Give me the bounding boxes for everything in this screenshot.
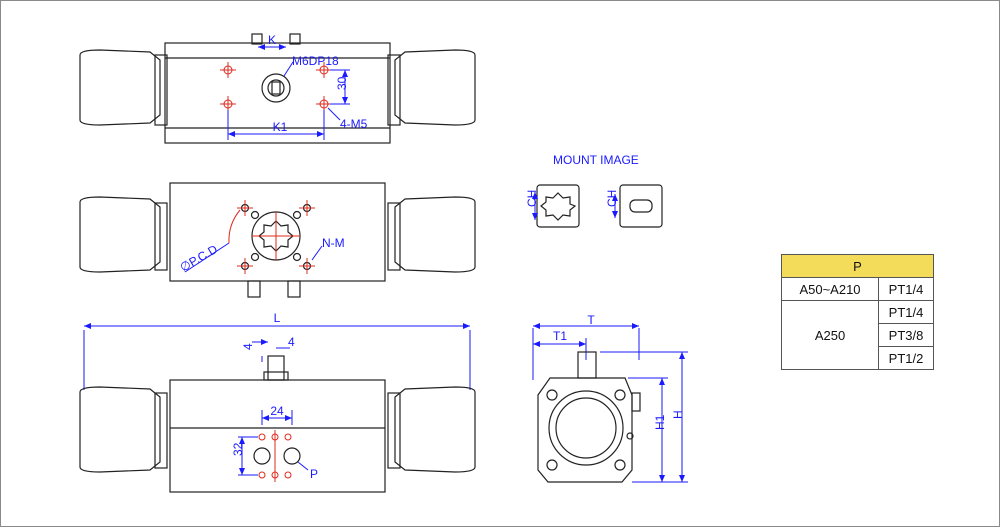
table-port: PT1/2 bbox=[878, 346, 934, 370]
dim-p: P bbox=[310, 467, 318, 481]
bottom-view: ∅P.C.D N-M bbox=[79, 182, 476, 298]
top-mount-holes bbox=[220, 62, 332, 112]
dim-k: K bbox=[268, 33, 276, 47]
dim-l: L bbox=[274, 311, 281, 325]
dim-h1: H1 bbox=[653, 414, 667, 430]
end-view: T T1 H1 H bbox=[532, 313, 688, 483]
dim-t1: T1 bbox=[553, 329, 567, 343]
dim-4-vertical: 4 bbox=[241, 343, 255, 350]
dim-32: 32 bbox=[231, 442, 245, 456]
dim-k1: K1 bbox=[273, 120, 288, 134]
top-view: K M6DP18 30 4-M5 K1 bbox=[79, 33, 476, 144]
dim-4-horizontal: 4 bbox=[288, 335, 295, 349]
dim-t: T bbox=[587, 313, 595, 327]
dim-ch-right: CH bbox=[605, 190, 619, 207]
table-model-a50-a210: A50~A210 bbox=[781, 277, 879, 301]
dim-ch-left: CH bbox=[525, 190, 539, 207]
dim-pcd: ∅P.C.D bbox=[178, 242, 221, 275]
table-port: PT3/8 bbox=[878, 323, 934, 347]
mount-image: MOUNT IMAGE CH CH bbox=[525, 153, 663, 228]
dim-h: H bbox=[671, 410, 685, 419]
dim-n-m: N-M bbox=[322, 236, 345, 250]
table-port: PT1/4 bbox=[878, 277, 934, 301]
table-header-p: P bbox=[781, 254, 934, 278]
table-model-a250: A250 bbox=[781, 300, 879, 370]
dim-30: 30 bbox=[335, 76, 349, 90]
mount-image-title: MOUNT IMAGE bbox=[553, 153, 639, 167]
dim-m6dp18: M6DP18 bbox=[292, 54, 339, 68]
port-size-table: P A50~A210 PT1/4 A250 PT1/4 PT3/8 PT1/2 bbox=[781, 254, 934, 370]
table-port: PT1/4 bbox=[878, 300, 934, 324]
port-holes bbox=[253, 430, 301, 482]
dim-4-m5: 4-M5 bbox=[340, 117, 368, 131]
side-view: L 4 4 24 32 bbox=[79, 311, 476, 493]
dim-24: 24 bbox=[270, 404, 284, 418]
flange-holes bbox=[237, 200, 315, 274]
